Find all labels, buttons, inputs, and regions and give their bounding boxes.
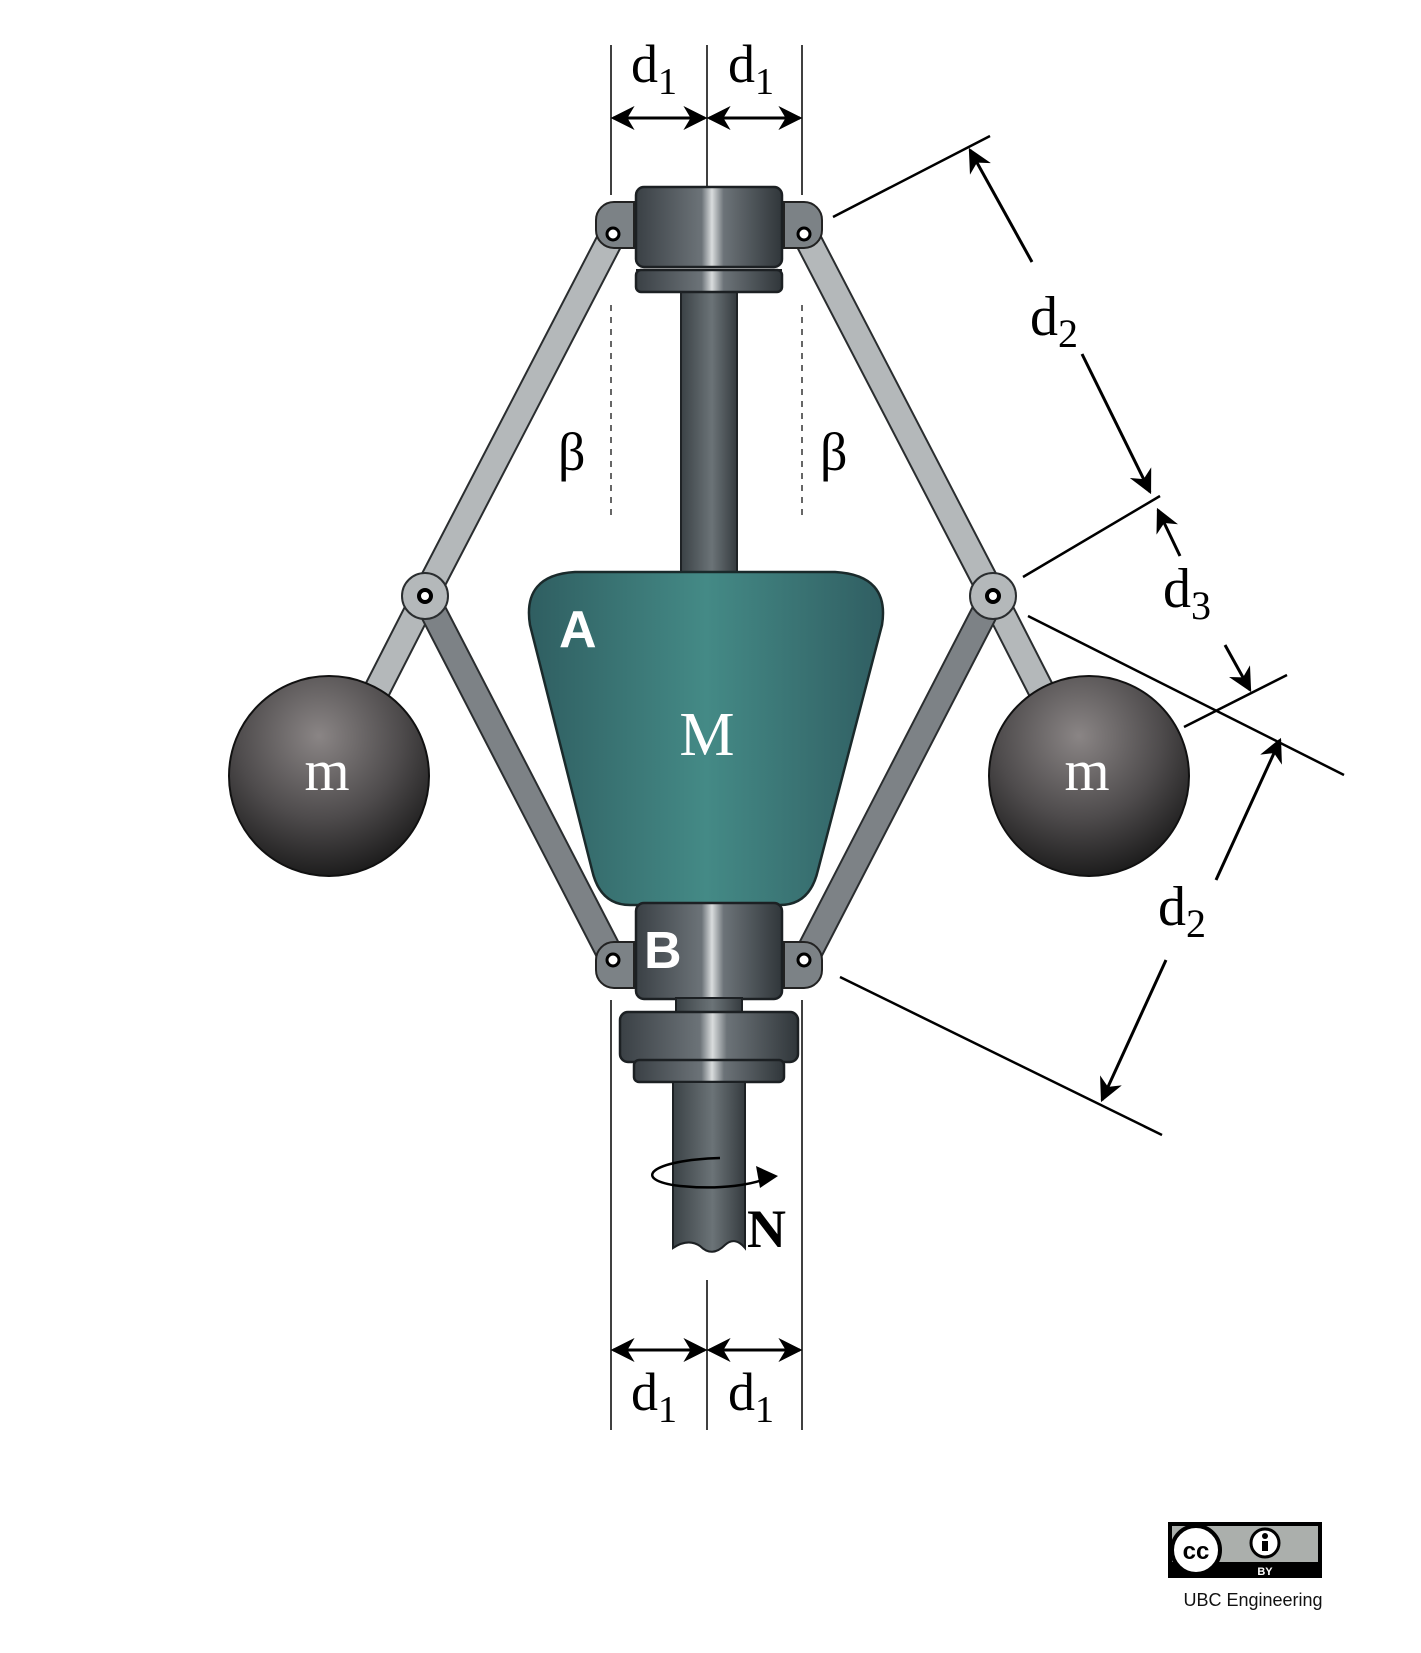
svg-text:d1: d1 <box>728 34 774 103</box>
rotation-arrow <box>650 1156 773 1189</box>
label-mass-right: m <box>1064 738 1109 803</box>
rotation-arrowhead <box>756 1166 778 1188</box>
arm-links <box>365 226 1053 968</box>
dimension-arrows-right <box>968 147 1282 1103</box>
label-beta-left: β <box>558 422 585 482</box>
label-mass-left: m <box>304 738 349 803</box>
label-point-b: B <box>644 922 682 980</box>
label-d3: d3 <box>1163 558 1211 628</box>
dimension-extension-lines <box>832 134 1345 1137</box>
lower-neck <box>675 997 743 1013</box>
svg-text:d3: d3 <box>1163 558 1211 628</box>
bottom-pivot-pins <box>605 952 812 968</box>
label-beta-right: β <box>820 422 847 482</box>
label-d2-upper: d2 <box>1030 286 1078 356</box>
license-credit: UBC Engineering <box>1183 1590 1323 1610</box>
label-point-a: A <box>559 601 597 659</box>
cc-by-license-badge: cc BY <box>1168 1522 1322 1578</box>
lower-collar <box>595 901 823 1001</box>
label-mass-main: M <box>679 701 734 769</box>
upper-shaft <box>680 284 738 586</box>
label-d1-bottom-right: d1 <box>728 1362 774 1431</box>
left-sphere <box>228 675 430 877</box>
right-sphere <box>988 675 1190 877</box>
svg-text:BY: BY <box>1257 1566 1273 1578</box>
svg-text:d2: d2 <box>1030 286 1078 356</box>
base-collar-ring <box>632 1058 786 1084</box>
label-d1-top-left: d1 <box>631 34 677 103</box>
cc-icon <box>1170 1524 1222 1576</box>
base-collar <box>618 1010 800 1064</box>
drive-shaft <box>672 1081 746 1253</box>
upper-collar <box>595 185 823 294</box>
label-rotation-n: N <box>747 1199 786 1259</box>
label-d1-bottom-left: d1 <box>631 1362 677 1431</box>
svg-text:d1: d1 <box>728 1362 774 1431</box>
label-d2-lower: d2 <box>1158 876 1206 946</box>
svg-text:cc: cc <box>1183 1538 1210 1565</box>
svg-text:d1: d1 <box>631 34 677 103</box>
svg-text:d2: d2 <box>1158 876 1206 946</box>
label-d1-top-right: d1 <box>728 34 774 103</box>
svg-text:d1: d1 <box>631 1362 677 1431</box>
elbow-pivots <box>401 572 1017 620</box>
top-pivot-pins <box>605 226 812 242</box>
